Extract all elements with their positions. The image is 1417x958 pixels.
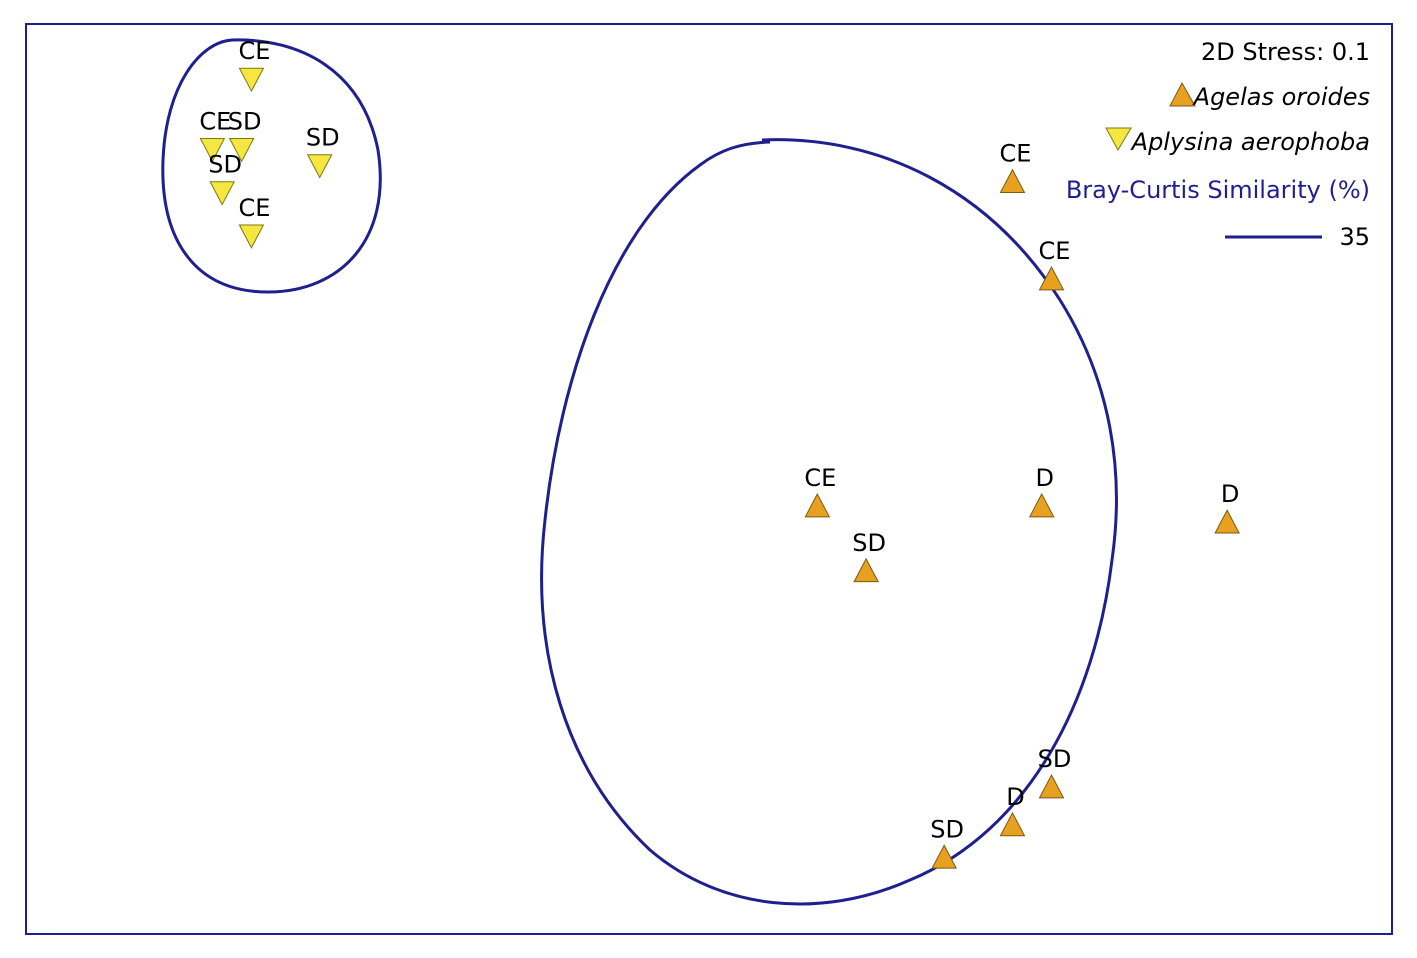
legend-agelas-label: Agelas oroides — [1192, 83, 1370, 111]
point-marker — [209, 181, 235, 206]
point-marker — [1214, 509, 1240, 534]
point-marker — [999, 811, 1026, 837]
legend: 2D Stress: 0.1 Agelas oroides Aplysina a… — [1066, 38, 1370, 251]
point-marker — [1038, 265, 1065, 291]
point-label: SD — [306, 124, 340, 152]
point-marker — [1038, 773, 1065, 799]
similarity-title: Bray-Curtis Similarity (%) — [1066, 176, 1370, 204]
point-label: CE — [238, 37, 270, 65]
point-label: SD — [930, 815, 964, 843]
plot-frame — [25, 23, 1393, 935]
point-label: CE — [804, 464, 836, 492]
legend-aplysina-label: Aplysina aerophoba — [1130, 128, 1370, 156]
similarity-value: 35 — [1339, 223, 1370, 251]
point-marker — [238, 67, 265, 93]
point-label: SD — [228, 107, 262, 135]
stress-label: 2D Stress: 0.1 — [1201, 38, 1370, 66]
point-marker — [238, 224, 265, 249]
cluster-outline-agelas — [540, 138, 1118, 906]
legend-aplysina-marker — [1105, 127, 1132, 152]
point-label: D — [1006, 783, 1024, 811]
point-label: CE — [1039, 237, 1071, 265]
point-label: D — [1221, 480, 1239, 508]
point-label: CE — [199, 107, 231, 135]
point-marker — [1028, 492, 1055, 518]
point-marker — [306, 154, 333, 179]
legend-agelas-marker — [1169, 81, 1196, 107]
point-marker — [853, 557, 879, 583]
point-marker — [999, 168, 1026, 194]
cluster-outline-aplysina — [161, 38, 382, 294]
point-label: D — [1036, 464, 1054, 492]
point-marker — [804, 492, 831, 518]
point-marker — [199, 138, 226, 163]
point-marker — [931, 844, 957, 869]
point-label: CE — [1000, 140, 1032, 168]
point-label: CE — [238, 194, 270, 222]
point-marker — [228, 138, 255, 163]
point-label: SD — [1038, 745, 1072, 773]
point-label: SD — [852, 529, 886, 557]
point-label: SD — [208, 151, 242, 179]
